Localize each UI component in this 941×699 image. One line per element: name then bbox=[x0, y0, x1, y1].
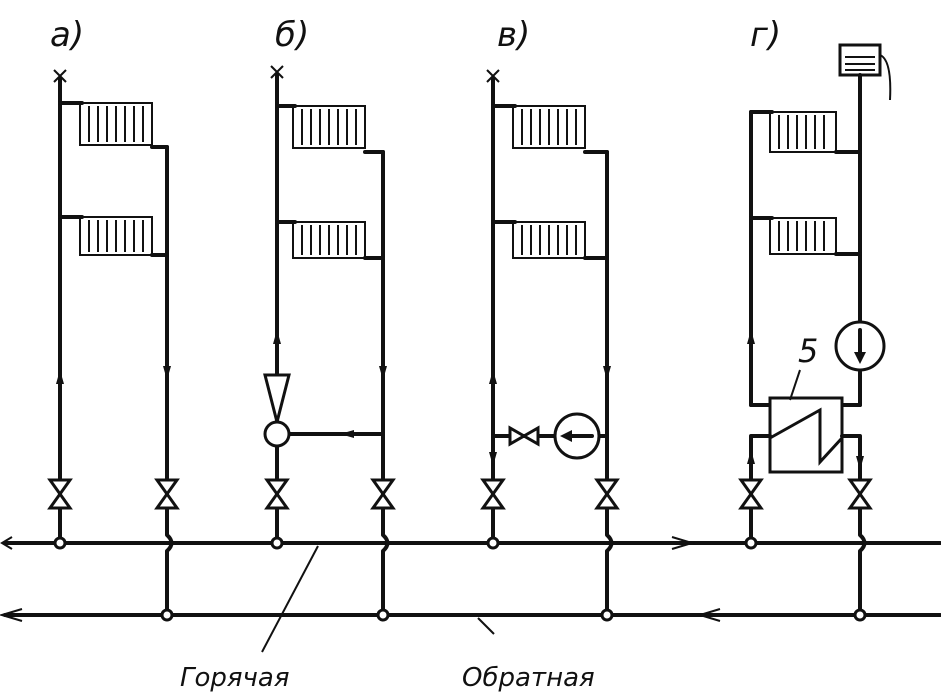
valve-icon bbox=[480, 478, 506, 510]
radiator-icon bbox=[491, 104, 609, 154]
radiator-icon bbox=[491, 220, 609, 260]
check-valve-icon bbox=[508, 425, 540, 447]
scheme-label-g: г) bbox=[750, 15, 781, 55]
supply-main bbox=[0, 536, 941, 550]
elevator-icon bbox=[263, 373, 291, 448]
radiator-icon bbox=[58, 101, 169, 149]
flow-up-arrow-icon bbox=[273, 330, 281, 344]
expansion-tank-icon bbox=[838, 43, 892, 101]
flow-up-arrow-icon bbox=[747, 450, 755, 464]
valve-icon bbox=[594, 478, 620, 510]
return-main bbox=[0, 608, 941, 622]
flow-down-arrow-icon bbox=[856, 456, 864, 470]
return-main-label: Обратная bbox=[462, 663, 595, 693]
valve-icon bbox=[370, 478, 396, 510]
heat-exchanger-leader-line bbox=[789, 369, 801, 401]
valve-icon bbox=[47, 478, 73, 510]
scheme-label-b: б) bbox=[275, 15, 309, 55]
heat-exchanger-icon bbox=[768, 396, 844, 474]
scheme-a bbox=[47, 69, 180, 622]
scheme-label-a: а) bbox=[50, 15, 84, 55]
scheme-label-v: в) bbox=[497, 15, 530, 55]
radiator-icon bbox=[749, 110, 862, 154]
radiator-icon bbox=[275, 104, 385, 154]
radiator-icon bbox=[749, 216, 862, 256]
supply-main-label: Горячая bbox=[180, 663, 289, 693]
scheme-b bbox=[263, 65, 396, 622]
flow-left-arrow-icon bbox=[340, 430, 354, 438]
radiator-icon bbox=[275, 220, 385, 260]
flow-down-arrow-icon bbox=[379, 366, 387, 380]
air-vent-icon bbox=[270, 65, 284, 79]
valve-icon bbox=[847, 478, 873, 510]
flow-down-arrow-icon bbox=[163, 366, 171, 380]
flow-up-arrow-icon bbox=[56, 370, 64, 384]
valve-icon bbox=[154, 478, 180, 510]
flow-down-arrow-icon bbox=[603, 366, 611, 380]
pump-icon bbox=[553, 412, 601, 460]
flow-up-arrow-icon bbox=[489, 370, 497, 384]
scheme-v bbox=[480, 69, 620, 622]
radiator-icon bbox=[58, 215, 169, 257]
scheme-g: 5 bbox=[738, 43, 892, 622]
return-leader-line bbox=[477, 617, 495, 635]
valve-icon bbox=[738, 478, 764, 510]
supply-leader-line bbox=[261, 545, 319, 653]
pump-icon bbox=[834, 320, 886, 372]
flow-down-arrow-icon bbox=[489, 452, 497, 466]
valve-icon bbox=[264, 478, 290, 510]
heat-exchanger-label: 5 bbox=[798, 332, 818, 370]
flow-up-arrow-icon bbox=[747, 330, 755, 344]
